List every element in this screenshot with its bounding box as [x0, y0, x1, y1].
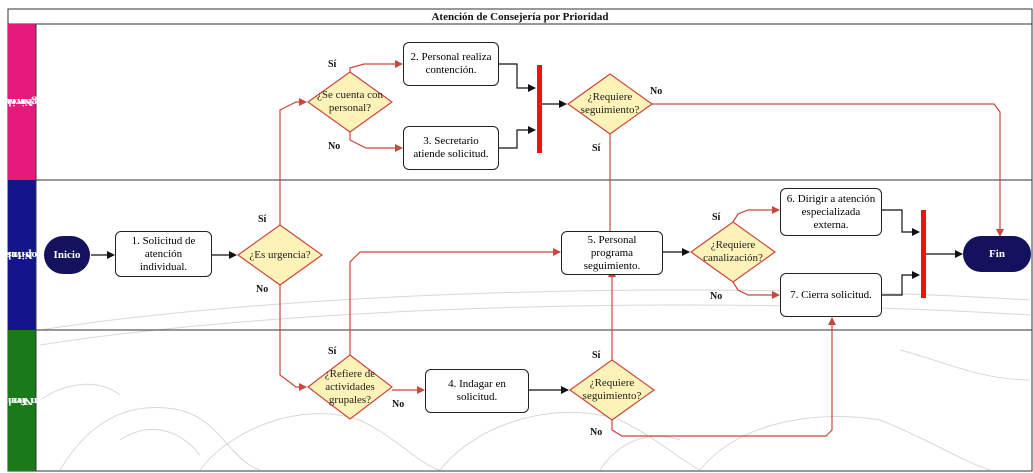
edge-personal-yes: [349, 60, 403, 72]
label-canal-no: No: [710, 291, 723, 302]
edge-p2-bar: [499, 63, 536, 92]
edge-urgencia-no: [279, 285, 307, 391]
label-personal-yes: Sí: [328, 59, 337, 70]
label-grupal-yes: Sí: [328, 346, 337, 357]
label-personal-no: No: [328, 141, 341, 152]
label-grupal-no: No: [392, 399, 405, 410]
process-5[interactable]: 5. Personal programa seguimiento.: [561, 231, 663, 275]
edge-canal-yes: [732, 206, 780, 223]
process-6[interactable]: 6. Dirigir a atención especializada exte…: [780, 188, 882, 236]
label-canal-yes: Sí: [712, 212, 721, 223]
edge-seg3-no: [611, 317, 836, 437]
label-seg1-no: No: [650, 86, 663, 97]
process-4[interactable]: 4. Indagar en solicitud.: [425, 369, 529, 413]
process-3[interactable]: 3. Secretario atiende solicitud.: [403, 126, 499, 170]
edge-p3-bar: [499, 126, 536, 149]
label-seg3-no: No: [590, 427, 603, 438]
lane-2-subname: Drop-Ins: [6, 249, 50, 261]
end-terminal[interactable]: Fin: [963, 236, 1031, 272]
lane-header-1: [8, 24, 36, 180]
label-seg3-yes: Sí: [592, 350, 601, 361]
background-watermark: [39, 289, 1031, 471]
lane-header-2: [8, 180, 36, 330]
edge-personal-no: [349, 132, 403, 152]
process-2[interactable]: 2. Personal realiza contención.: [403, 42, 499, 86]
edge-grupal-yes: [349, 248, 561, 355]
lane-header-3: [8, 330, 36, 471]
sync-bar-2: [921, 210, 926, 298]
label-urgencia-yes: Sí: [258, 214, 267, 225]
lane-3-subname: Detección Temprana: [0, 394, 77, 407]
start-terminal[interactable]: Inicio: [44, 236, 90, 274]
decision-personal[interactable]: ¿Se cuenta con personal?: [317, 89, 383, 114]
decision-grupal-shape: [307, 354, 393, 420]
decision-seguimiento-1[interactable]: ¿Requiere seguimiento?: [580, 91, 640, 116]
process-1[interactable]: 1. Solicitud de atención individual.: [115, 231, 212, 277]
edge-p7-bar: [882, 271, 920, 296]
sync-bar-1: [537, 65, 542, 153]
edge-p6-bar: [882, 209, 920, 236]
label-seg1-yes: Sí: [592, 143, 601, 154]
edge-seg1-no: [652, 103, 1004, 237]
diagram-title: Atención de Consejería por Prioridad: [431, 11, 609, 23]
decision-grupal[interactable]: ¿Refiere de actividades grupales?: [324, 367, 376, 406]
edge-urgencia-yes: [279, 98, 307, 225]
process-7[interactable]: 7. Cierra solicitud.: [780, 273, 882, 317]
edge-canal-no: [732, 281, 780, 299]
decision-urgencia[interactable]: ¿Es urgencia?: [249, 248, 311, 261]
decision-canalizacion[interactable]: ¿Requiere canalización?: [703, 239, 763, 264]
decision-seguimiento-3[interactable]: ¿Requiere seguimiento?: [582, 377, 642, 402]
lane-1-subname: Urgencia: [6, 96, 50, 108]
label-urgencia-no: No: [256, 284, 269, 295]
